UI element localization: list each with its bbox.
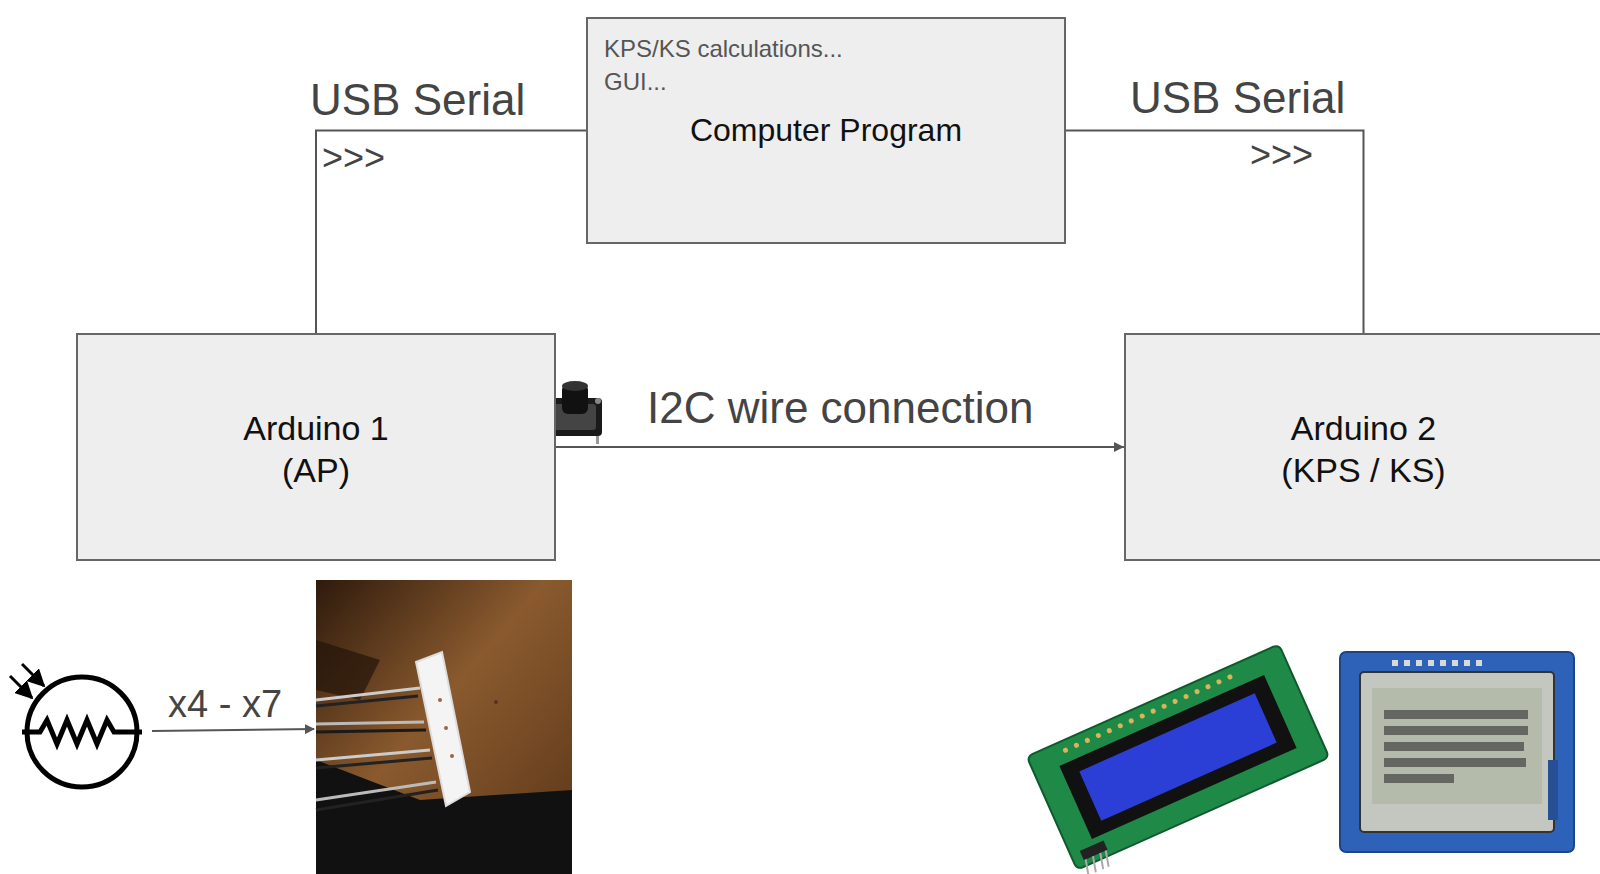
edge-label: USB Serial bbox=[308, 76, 527, 124]
direction-marker: >>> bbox=[1248, 135, 1315, 175]
count-label: x4 - x7 bbox=[166, 684, 284, 726]
process-box: Arduino 2(KPS / KS) bbox=[1124, 333, 1600, 561]
process-box: Arduino 1(AP) bbox=[76, 333, 556, 561]
edge-label: USB Serial bbox=[1128, 74, 1347, 122]
sensor-photo bbox=[316, 580, 572, 874]
process-box: KPS/KS calculations... GUI... Computer Pro… bbox=[586, 17, 1066, 244]
usb-serial-wire bbox=[316, 131, 586, 334]
usb-serial-wire bbox=[1066, 131, 1364, 334]
box-title: Computer Program bbox=[588, 112, 1064, 149]
note-text: GUI... bbox=[604, 68, 667, 96]
lcd-1602-module bbox=[1027, 644, 1334, 874]
i2c-arrow bbox=[556, 446, 1124, 448]
photoresistor-symbol bbox=[10, 664, 142, 787]
note-text: KPS/KS calculations... bbox=[604, 35, 843, 63]
pointer-arrow bbox=[152, 729, 314, 731]
direction-marker: >>> bbox=[320, 138, 387, 178]
box-subtitle: (KPS / KS) bbox=[1126, 451, 1600, 490]
box-subtitle: (AP) bbox=[78, 451, 554, 490]
box-title: Arduino 2 bbox=[1126, 409, 1600, 448]
edge-label: I2C wire connection bbox=[645, 384, 1035, 432]
box-title: Arduino 1 bbox=[78, 409, 554, 448]
nokia-5110-display bbox=[1340, 652, 1574, 852]
